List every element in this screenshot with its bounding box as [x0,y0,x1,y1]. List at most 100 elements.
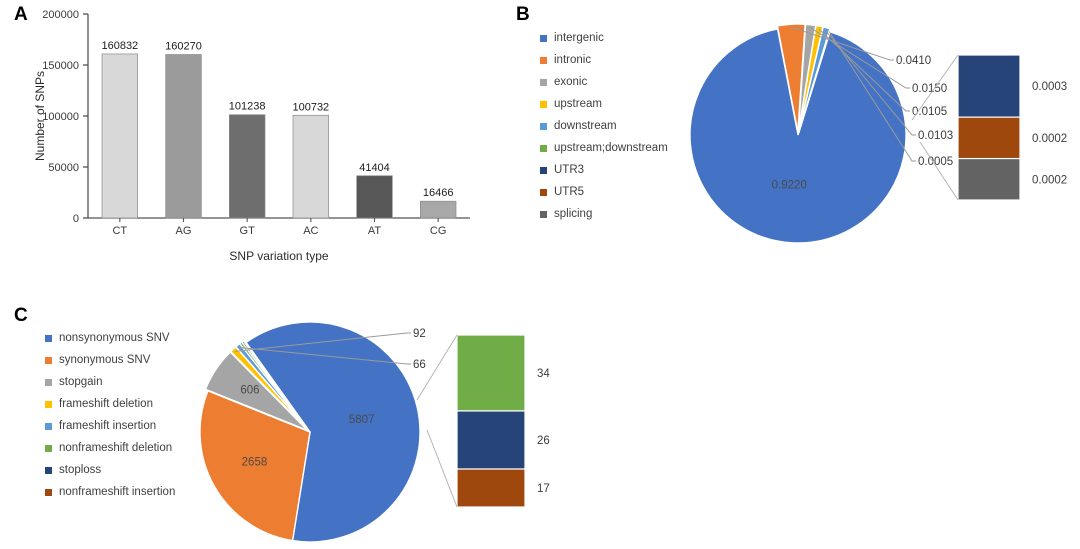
stacked-bar-value-label: 17 [537,483,550,495]
pie-slice-value-label: 2658 [242,456,268,468]
pie-leader-line [818,28,910,112]
panel-b-legend-item[interactable]: splicing [540,208,668,221]
pie-slice-value-label: 92 [413,328,426,340]
legend-swatch-icon [540,57,547,64]
pie-slice-value-label: 66 [413,359,426,371]
panel-b: B intergenic intronic exonic upstream downst… [500,0,1080,280]
panel-b-legend-item[interactable]: upstream [540,98,668,111]
pie-slice-value-label: 5807 [349,414,375,426]
panel-c-legend-item[interactable]: nonframeshift insertion [45,486,175,499]
legend-item-label: frameshift deletion [59,398,153,410]
bar-value-label: 100732 [292,101,329,113]
panel-c-legend-item[interactable]: stoploss [45,464,175,477]
legend-item-label: UTR5 [554,186,585,198]
panel-c-legend: nonsynonymous SNV synonymous SNV stopgain f… [45,332,175,508]
bar-AT [356,175,393,219]
legend-swatch-icon [540,35,547,42]
panel-c-legend-item[interactable]: nonsynonymous SNV [45,332,175,345]
pie-slice [242,339,309,430]
pie-slice-value-label: 0.0410 [896,55,931,67]
y-tick-label: 50000 [48,162,79,174]
pie-slice-value-label: 606 [240,384,259,396]
snp-region-pie-chart: 0.92200.04100.01500.01050.01030.00050.00… [689,23,1067,244]
legend-item-label: intergenic [554,32,604,44]
bar-of-pie-connector [919,141,959,201]
pie-slice-value-label: 0.0105 [912,106,947,118]
legend-swatch-icon [45,357,52,364]
panel-c-legend-item[interactable]: stopgain [45,376,175,389]
legend-item-label: frameshift insertion [59,420,157,432]
y-axis-title: Number of SNPs [33,71,47,161]
panel-b-legend-item[interactable]: intergenic [540,32,668,45]
bar-of-pie-connector [416,334,458,401]
x-tick-label: AC [303,225,318,237]
legend-swatch-icon [540,79,547,86]
panel-a-letter: A [14,4,28,25]
x-tick-label: AT [368,225,382,237]
bar-of-pie-connector [911,54,959,121]
panel-c-legend-item[interactable]: frameshift deletion [45,398,175,411]
stacked-bar-value-label: 34 [537,368,550,380]
y-tick-label: 150000 [42,60,79,72]
pie-leader-line [791,26,894,61]
pie-slice [199,389,311,542]
panel-b-legend-item[interactable]: UTR5 [540,186,668,199]
legend-item-label: nonsynonymous SNV [59,332,170,344]
bar-value-label: 160270 [165,41,202,53]
stacked-bar-segment [456,334,526,412]
legend-item-label: intronic [554,54,592,66]
bar-AC [292,114,330,219]
pie-leader-line [235,332,411,352]
legend-item-label: nonframeshift insertion [59,486,176,498]
panel-c-legend-item[interactable]: synonymous SNV [45,354,175,367]
x-tick-label: CG [430,225,447,237]
legend-item-label: stopgain [59,376,103,388]
panel-b-legend-item[interactable]: UTR3 [540,164,668,177]
panel-c: C nonsynonymous SNV synonymous SNV stopgai… [0,280,1080,549]
stacked-bar-segment [957,157,1021,201]
legend-swatch-icon [540,167,547,174]
panel-b-legend-item[interactable]: intronic [540,54,668,67]
legend-swatch-icon [45,489,52,496]
stacked-bar-value-label: 26 [537,435,550,447]
legend-swatch-icon [45,445,52,452]
legend-item-label: upstream [554,98,602,110]
stacked-bar-value-label: 0.0002 [1032,133,1067,145]
panel-c-legend-item[interactable]: nonframeshift deletion [45,442,175,455]
legend-swatch-icon [540,123,547,130]
x-tick-label: AG [176,225,192,237]
panel-c-legend-item[interactable]: frameshift insertion [45,420,175,433]
pie-slice-value-label: 0.0005 [918,156,953,168]
pie-slice-value-label: 0.9220 [772,180,807,192]
legend-swatch-icon [45,335,52,342]
legend-swatch-icon [540,189,547,196]
legend-swatch-icon [45,401,52,408]
panel-b-letter: B [516,4,530,25]
legend-item-label: nonframeshift deletion [59,442,173,454]
stacked-bar-segment [957,116,1021,160]
bar-value-label: 101238 [229,101,266,113]
pie-slice-value-label: 0.0150 [912,83,947,95]
legend-item-label: UTR3 [554,164,585,176]
legend-item-label: splicing [554,208,593,220]
panel-c-letter: C [14,305,28,326]
x-axis-title: SNP variation type [229,249,328,263]
panel-b-legend-item[interactable]: exonic [540,76,668,89]
panel-b-legend-item[interactable]: downstream [540,120,668,133]
panel-b-legend-item[interactable]: upstream;downstream [540,142,668,155]
pie-leader-line [825,30,916,136]
x-tick-label: GT [240,225,256,237]
legend-swatch-icon [45,423,52,430]
legend-swatch-icon [540,211,547,218]
pie-slice [204,351,309,431]
pie-slice [245,321,421,543]
bar-value-label: 41404 [359,162,390,174]
pie-leader-line [239,346,411,365]
panel-b-legend: intergenic intronic exonic upstream downstre… [540,32,668,230]
y-tick-label: 200000 [42,9,79,21]
legend-swatch-icon [45,379,52,386]
legend-swatch-icon [540,101,547,108]
pie-leader-line [810,27,910,89]
legend-item-label: exonic [554,76,588,88]
